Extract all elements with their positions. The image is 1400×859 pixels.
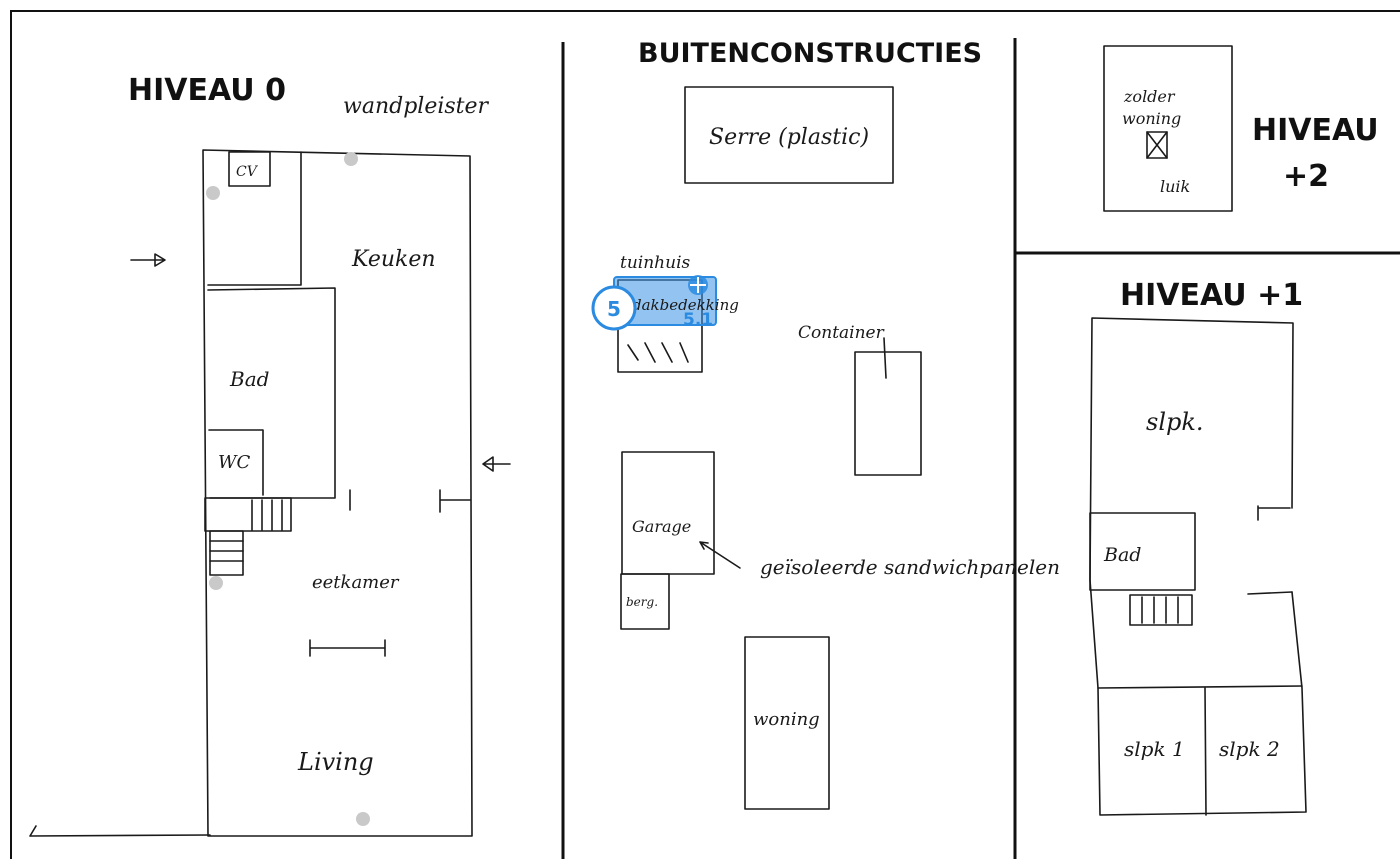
woning-box xyxy=(744,636,830,810)
label-zolder: zolder xyxy=(1123,87,1176,106)
door-niveau1 xyxy=(1247,505,1293,595)
canvas-frame xyxy=(10,10,1400,859)
label-cv: CV xyxy=(236,164,259,180)
selection-overlay[interactable]: dakbedekking 5 5.1 xyxy=(591,275,739,331)
niveau2-title-line2: +2 xyxy=(1283,159,1329,194)
ground-line xyxy=(29,825,211,837)
label-living: Living xyxy=(297,748,374,776)
garage-small-box xyxy=(620,573,670,630)
label-keuken: Keuken xyxy=(351,247,436,272)
door-post-2 xyxy=(439,489,471,513)
garage-box xyxy=(621,451,715,575)
panel-niveau-1: HIVEAU +1 slpk. Bad slpk 1 slpk 2 xyxy=(1089,278,1307,816)
label-container: Container xyxy=(798,323,885,343)
entrance-arrow-right xyxy=(482,456,511,472)
stairs-niveau0 xyxy=(204,497,292,576)
label-garage-small: berg. xyxy=(626,595,658,609)
label-luik: luik xyxy=(1160,177,1190,196)
entrance-arrow-left xyxy=(130,253,166,267)
panel-niveau-0: HIVEAU 0 wandpleister CV Keuken Bad WC xyxy=(29,73,511,837)
marker-dot xyxy=(344,152,358,166)
panel-niveau-2: zolder woning luik HIVEAU +2 xyxy=(1103,45,1379,212)
luik-cross xyxy=(1146,131,1168,159)
label-garage: Garage xyxy=(632,517,691,536)
wall-bedrooms xyxy=(1097,685,1303,689)
sandwich-pointer xyxy=(699,541,741,569)
label-zolder-woning: woning xyxy=(1122,109,1181,128)
label-slpk2: slpk 2 xyxy=(1219,737,1280,761)
annotation-badge[interactable] xyxy=(591,285,637,331)
label-bad-niveau1: Bad xyxy=(1103,544,1141,566)
annotation-badge-number: 5 xyxy=(607,297,621,321)
label-slpk1: slpk 1 xyxy=(1124,737,1185,761)
stairs-niveau1 xyxy=(1129,594,1193,626)
cv-box xyxy=(228,151,271,187)
luik-hatch xyxy=(1146,131,1168,159)
crosshair-icon xyxy=(690,277,706,293)
marker-dot xyxy=(356,812,370,826)
wc-room xyxy=(208,429,264,496)
floorplan-outline xyxy=(202,149,473,837)
panel-buitenconstructies: BUITENCONSTRUCTIES Serre (plastic) tuinh… xyxy=(617,38,1060,810)
table-symbol xyxy=(309,639,386,657)
wall-between-bedrooms xyxy=(1204,687,1207,816)
label-dakbedekking: dakbedekking xyxy=(632,296,739,314)
label-slpk: slpk. xyxy=(1146,408,1204,436)
label-bad: Bad xyxy=(229,367,269,391)
label-wc: WC xyxy=(218,452,251,473)
wall-cv-room xyxy=(207,151,302,286)
niveau1-title: HIVEAU +1 xyxy=(1120,278,1303,313)
label-eetkamer: eetkamer xyxy=(312,572,400,593)
niveau2-title-line1: HIVEAU xyxy=(1252,113,1379,148)
niveau0-title: HIVEAU 0 xyxy=(128,73,286,108)
buiten-title: BUITENCONSTRUCTIES xyxy=(638,38,982,69)
marker-dot xyxy=(206,186,220,200)
label-serre: Serre (plastic) xyxy=(709,125,869,150)
container-pointer xyxy=(883,337,887,379)
serre-box xyxy=(684,86,894,184)
label-wandpleister: wandpleister xyxy=(343,94,490,119)
zolder-box xyxy=(1103,45,1233,212)
selection-label: 5.1 xyxy=(683,310,713,330)
tuinhuis-hatch xyxy=(627,342,689,363)
bad-room-niveau1 xyxy=(1089,512,1196,591)
marker-dot xyxy=(209,576,223,590)
container-box xyxy=(854,351,922,476)
label-geisoleerde: geïsoleerde sandwichpanelen xyxy=(760,555,1060,579)
label-tuinhuis: tuinhuis xyxy=(620,253,691,273)
label-woning: woning xyxy=(753,709,820,730)
